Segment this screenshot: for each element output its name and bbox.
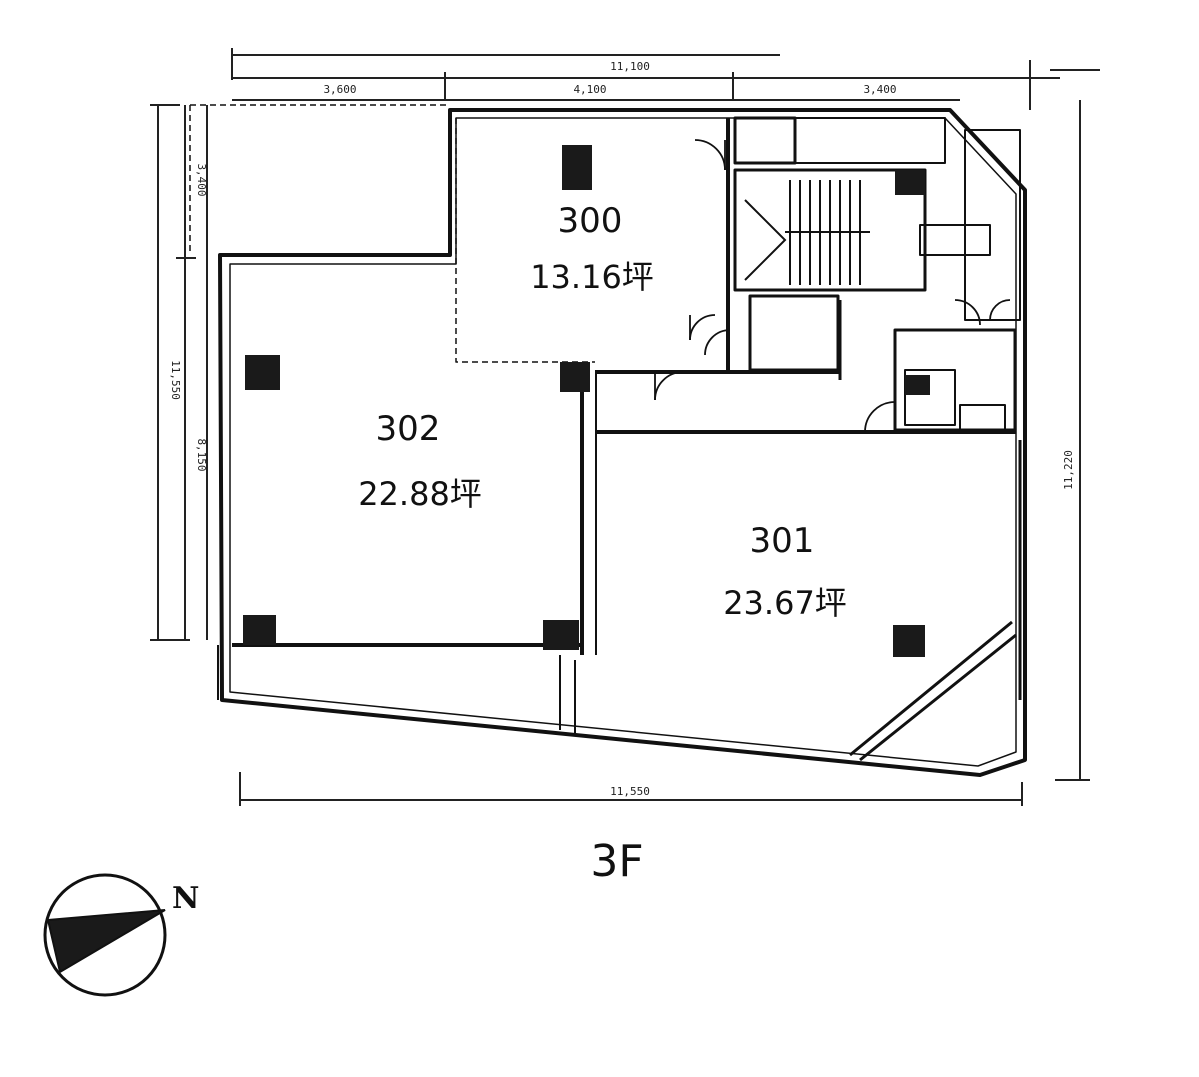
dim-top-total: 11,100 [610, 60, 650, 73]
unit-number: 301 [750, 521, 815, 561]
dim-top-middle: 4,100 [573, 83, 606, 96]
compass-arrow-icon [46, 909, 166, 974]
outer-wall-inner [229, 117, 1017, 767]
unit-302: 302 22.88坪 [358, 409, 482, 513]
walls [189, 104, 1027, 777]
dimension-labels: 11,100 3,600 4,100 3,400 11,550 3,400 8,… [169, 60, 1075, 798]
column [560, 362, 590, 392]
dim-top-left: 3,600 [323, 83, 356, 96]
dim-right-total: 11,220 [1062, 450, 1075, 490]
dimension-lines [150, 48, 1100, 806]
column [543, 620, 579, 650]
column [243, 615, 276, 645]
unit-number: 300 [558, 201, 623, 241]
dim-bottom-total: 11,550 [610, 785, 650, 798]
column [562, 145, 592, 190]
unit-area: 23.67坪 [723, 584, 847, 622]
balcony-301 [849, 620, 1017, 762]
dim-top-right: 3,400 [863, 83, 896, 96]
unit-number: 302 [376, 409, 441, 449]
dim-left-upper: 3,400 [195, 163, 208, 196]
unit-301: 301 23.67坪 [723, 521, 847, 622]
dim-left-total: 11,550 [169, 360, 182, 400]
north-label: N [172, 881, 199, 916]
floor-label: 3F [590, 836, 643, 887]
outer-wall [218, 108, 1027, 777]
doors [654, 139, 1011, 433]
compass: N [43, 873, 199, 997]
columns [243, 145, 930, 657]
unit-area: 22.88坪 [358, 475, 482, 513]
open-area-boundary [189, 104, 450, 255]
column [905, 375, 930, 395]
unit-300-boundary [455, 118, 595, 363]
stairs [744, 180, 870, 285]
column [893, 625, 925, 657]
column [245, 355, 280, 390]
dim-left-lower: 8,150 [195, 438, 208, 471]
column [895, 170, 925, 195]
unit-300: 300 13.16坪 [530, 201, 654, 296]
unit-area: 13.16坪 [530, 258, 654, 296]
